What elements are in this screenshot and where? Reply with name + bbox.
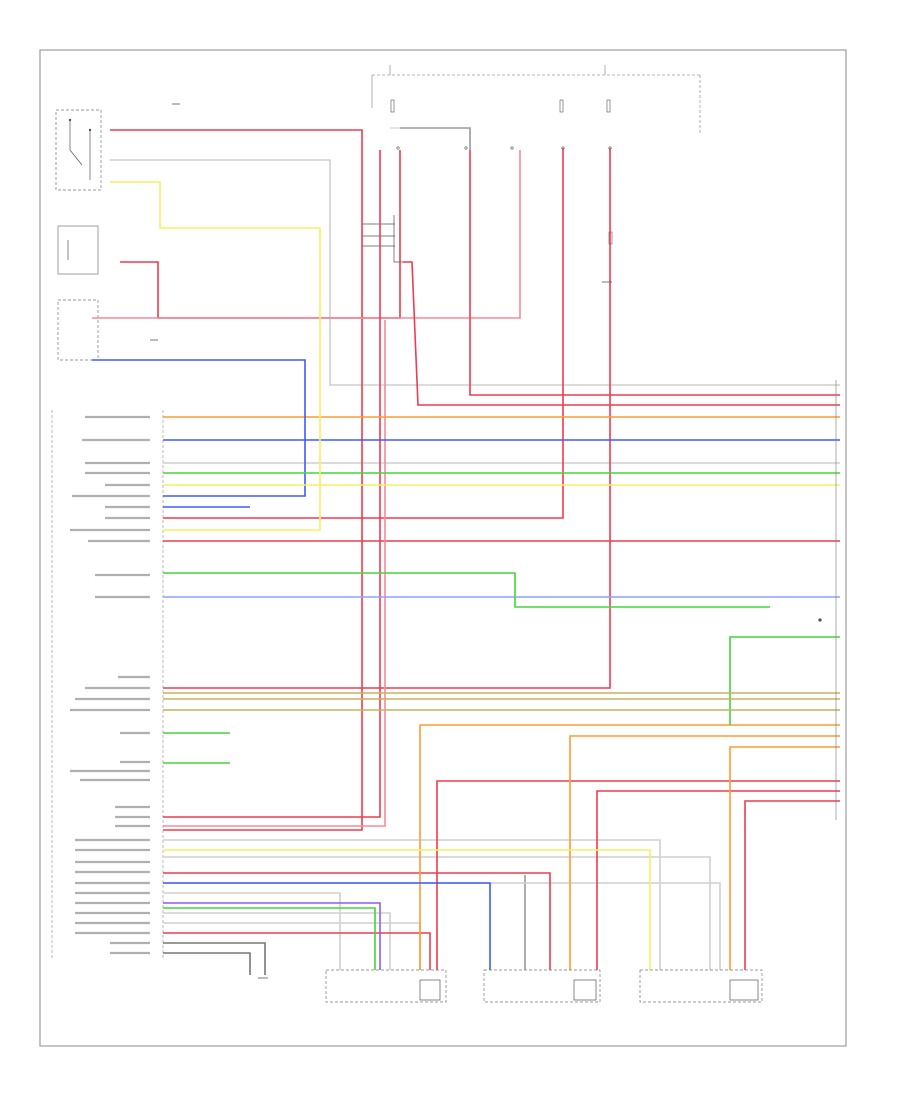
wire-red-10 bbox=[436, 780, 840, 970]
wire-gray-6 bbox=[163, 892, 341, 970]
wire-red-1 bbox=[110, 129, 363, 831]
wire-gray-4 bbox=[163, 839, 661, 970]
wire-orange-2 bbox=[419, 724, 840, 970]
wire-red-14 bbox=[163, 872, 551, 970]
relay-top-left bbox=[55, 109, 102, 191]
actuator-left bbox=[325, 969, 447, 1003]
wire-green-5 bbox=[163, 907, 376, 970]
wire-green-6 bbox=[729, 636, 840, 725]
fuse-symbols bbox=[390, 99, 613, 245]
wire-red-9 bbox=[163, 320, 386, 827]
wire-red-13 bbox=[163, 932, 431, 970]
wire-orange-4 bbox=[729, 746, 840, 970]
pin-labels bbox=[70, 415, 150, 955]
wire-blue-5 bbox=[163, 882, 491, 970]
wire-pink-1 bbox=[92, 150, 521, 319]
blower-motor-left bbox=[57, 225, 99, 361]
wire-gray-12 bbox=[163, 882, 721, 970]
wire-orange-3 bbox=[569, 735, 840, 970]
ground-symbols bbox=[150, 103, 612, 979]
wire-yellow-3 bbox=[163, 849, 651, 970]
wire-red-11 bbox=[596, 790, 840, 970]
wire-red-7 bbox=[163, 148, 611, 689]
fuse-box bbox=[371, 65, 701, 135]
wire-red-4 bbox=[403, 261, 840, 406]
wire-gray-1 bbox=[110, 159, 840, 386]
wire-yellow-1 bbox=[110, 181, 321, 531]
wire-gray-10 bbox=[163, 952, 251, 975]
ac-control-unit bbox=[51, 410, 164, 960]
right-connector bbox=[818, 380, 837, 820]
wire-gray-8 bbox=[163, 922, 421, 970]
wire-red-5 bbox=[163, 148, 564, 519]
wire-gray-5 bbox=[163, 856, 711, 970]
wire-red-2 bbox=[120, 150, 401, 319]
relay-center bbox=[362, 215, 412, 263]
wire-red-12 bbox=[744, 800, 840, 970]
wire-green-2 bbox=[163, 572, 770, 608]
wire-violet-1 bbox=[163, 902, 381, 970]
diagram-frame bbox=[39, 49, 847, 1047]
wire-gray-9 bbox=[163, 942, 266, 975]
wire-blue-1 bbox=[92, 359, 306, 497]
wire-red-3 bbox=[469, 150, 840, 396]
wire-gray-2 bbox=[400, 127, 471, 150]
wire-red-8 bbox=[163, 150, 381, 818]
actuator-mid bbox=[483, 969, 601, 1003]
wires bbox=[92, 127, 840, 975]
actuator-right bbox=[639, 969, 763, 1003]
wire-gray-7 bbox=[163, 912, 391, 970]
